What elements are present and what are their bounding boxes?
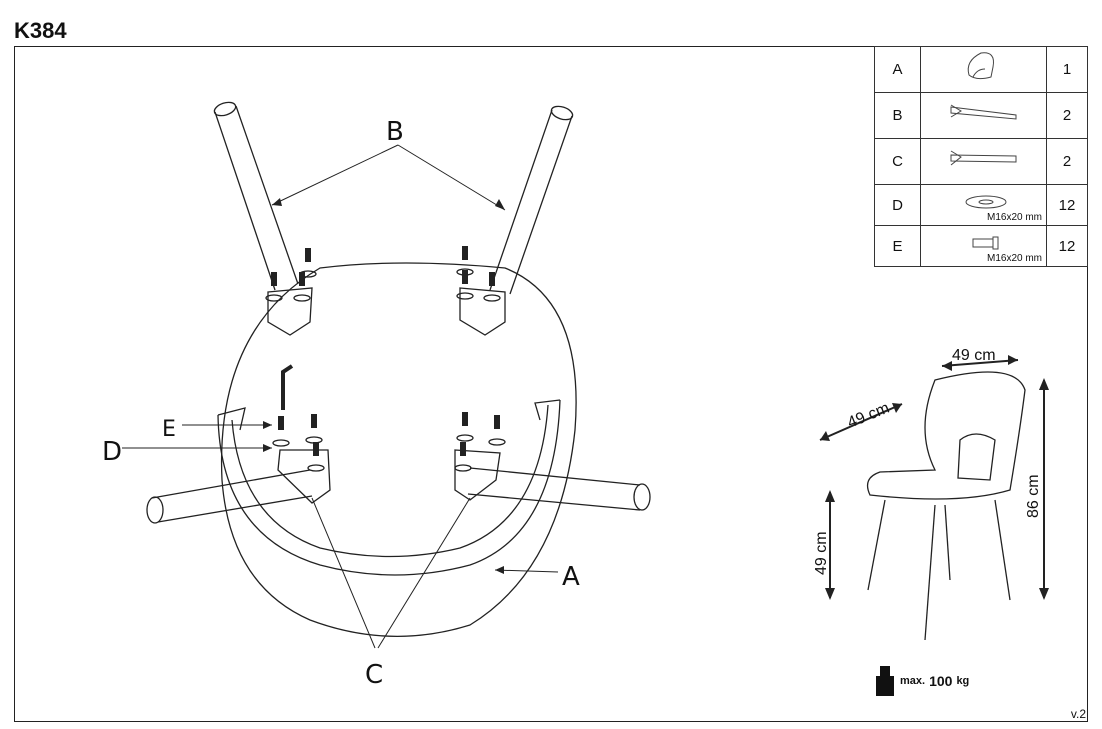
max-load: max. 100 kg: [874, 664, 969, 698]
back-leg-right: [489, 105, 574, 295]
max-load-prefix: max.: [900, 675, 926, 687]
front-leg-left: [146, 469, 313, 524]
dim-seat-height: 49 cm: [813, 531, 830, 575]
dim-depth: 49 cm: [845, 400, 892, 432]
label-a: A: [562, 562, 580, 592]
part-spec: M16x20 mm: [986, 253, 1042, 264]
dimension-lines: [819, 359, 1045, 598]
part-letter: A: [874, 46, 921, 93]
arrow-heads: [263, 198, 505, 574]
parts-table: A 1 B 2 C 2 D M16x20 mm 12 E M16x20 mm 1…: [874, 46, 1088, 267]
part-row: C 2: [874, 138, 1088, 185]
label-e: E: [162, 417, 176, 442]
part-spec: M16x20 mm: [986, 212, 1042, 223]
version-label: v.2: [1070, 707, 1086, 721]
part-qty: 12: [1046, 184, 1088, 226]
bolts: [271, 246, 500, 456]
bracket-back-right: [459, 287, 506, 336]
part-letter: B: [874, 92, 921, 139]
back-leg-left: [213, 101, 299, 291]
washers: [265, 268, 506, 472]
bracket-back-left: [267, 287, 313, 336]
part-row: D M16x20 mm 12: [874, 184, 1088, 226]
seat-shell-outline: [220, 262, 577, 638]
washer-icon: M16x20 mm: [920, 184, 1047, 226]
seat-shell-icon: [920, 46, 1047, 93]
part-row: E M16x20 mm 12: [874, 225, 1088, 267]
allen-key: [281, 364, 294, 410]
part-qty: 1: [1046, 46, 1088, 93]
leader-lines: [122, 144, 559, 649]
max-load-unit: kg: [956, 675, 970, 687]
bracket-front-right: [454, 449, 501, 501]
front-leg-right: [467, 467, 651, 511]
dim-width: 49 cm: [952, 347, 996, 364]
bracket-front-left: [277, 449, 331, 504]
dimension-chair: [866, 371, 1026, 641]
seat-inner-rim: [231, 404, 549, 558]
label-d: D: [102, 437, 122, 467]
part-qty: 2: [1046, 138, 1088, 185]
weight-icon: [876, 666, 894, 696]
model-code: K384: [14, 18, 67, 43]
part-row: A 1: [874, 46, 1088, 93]
max-load-value: 100: [929, 673, 953, 689]
front-leg-icon: [920, 138, 1047, 185]
part-row: B 2: [874, 92, 1088, 139]
dimension-arrows: [820, 355, 1049, 600]
back-leg-icon: [920, 92, 1047, 139]
bolt-icon: M16x20 mm: [920, 225, 1047, 267]
label-b: B: [386, 117, 404, 147]
part-qty: 2: [1046, 92, 1088, 139]
part-qty: 12: [1046, 225, 1088, 267]
part-letter: E: [874, 225, 921, 267]
label-c: C: [365, 660, 383, 690]
part-letter: D: [874, 184, 921, 226]
dim-height: 86 cm: [1025, 474, 1042, 518]
part-letter: C: [874, 138, 921, 185]
drawing-frame: [14, 46, 1088, 722]
